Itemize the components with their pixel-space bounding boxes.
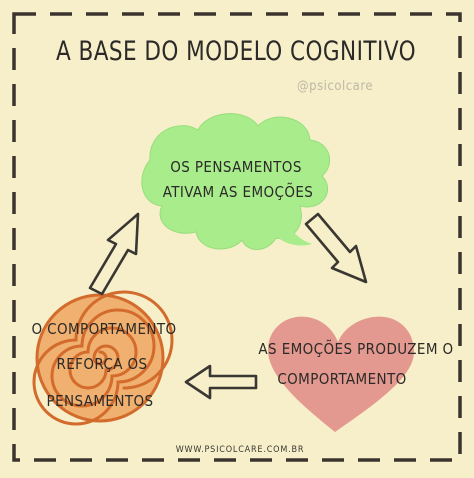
behavior-line-2: REFORÇA OS (56, 355, 147, 373)
footer-url: WWW.PSICOLCARE.COM.BR (176, 445, 305, 455)
thoughts-line-2: ATIVAM AS EMOÇÕES (163, 182, 314, 201)
arrow-behavior-to-thoughts (88, 212, 140, 296)
cloud-shape (141, 113, 331, 250)
behavior-line-1: O COMPORTAMENTO (31, 320, 176, 338)
thoughts-line-1: OS PENSAMENTOS (170, 158, 302, 176)
heart-shape (268, 316, 414, 432)
page-title: A BASE DO MODELO COGNITIVO (56, 36, 416, 67)
arrow-thoughts-to-emotions (304, 212, 368, 284)
behavior-line-3: PENSAMENTOS (47, 392, 154, 410)
emotions-line-1: AS EMOÇÕES PRODUZEM O (258, 339, 453, 358)
emotions-line-2: COMPORTAMENTO (277, 370, 406, 388)
arrow-emotions-to-behavior (184, 364, 258, 400)
handle-label: @psicolcare (297, 79, 373, 94)
dashed-border (12, 12, 462, 462)
spiral-shape (32, 290, 174, 426)
